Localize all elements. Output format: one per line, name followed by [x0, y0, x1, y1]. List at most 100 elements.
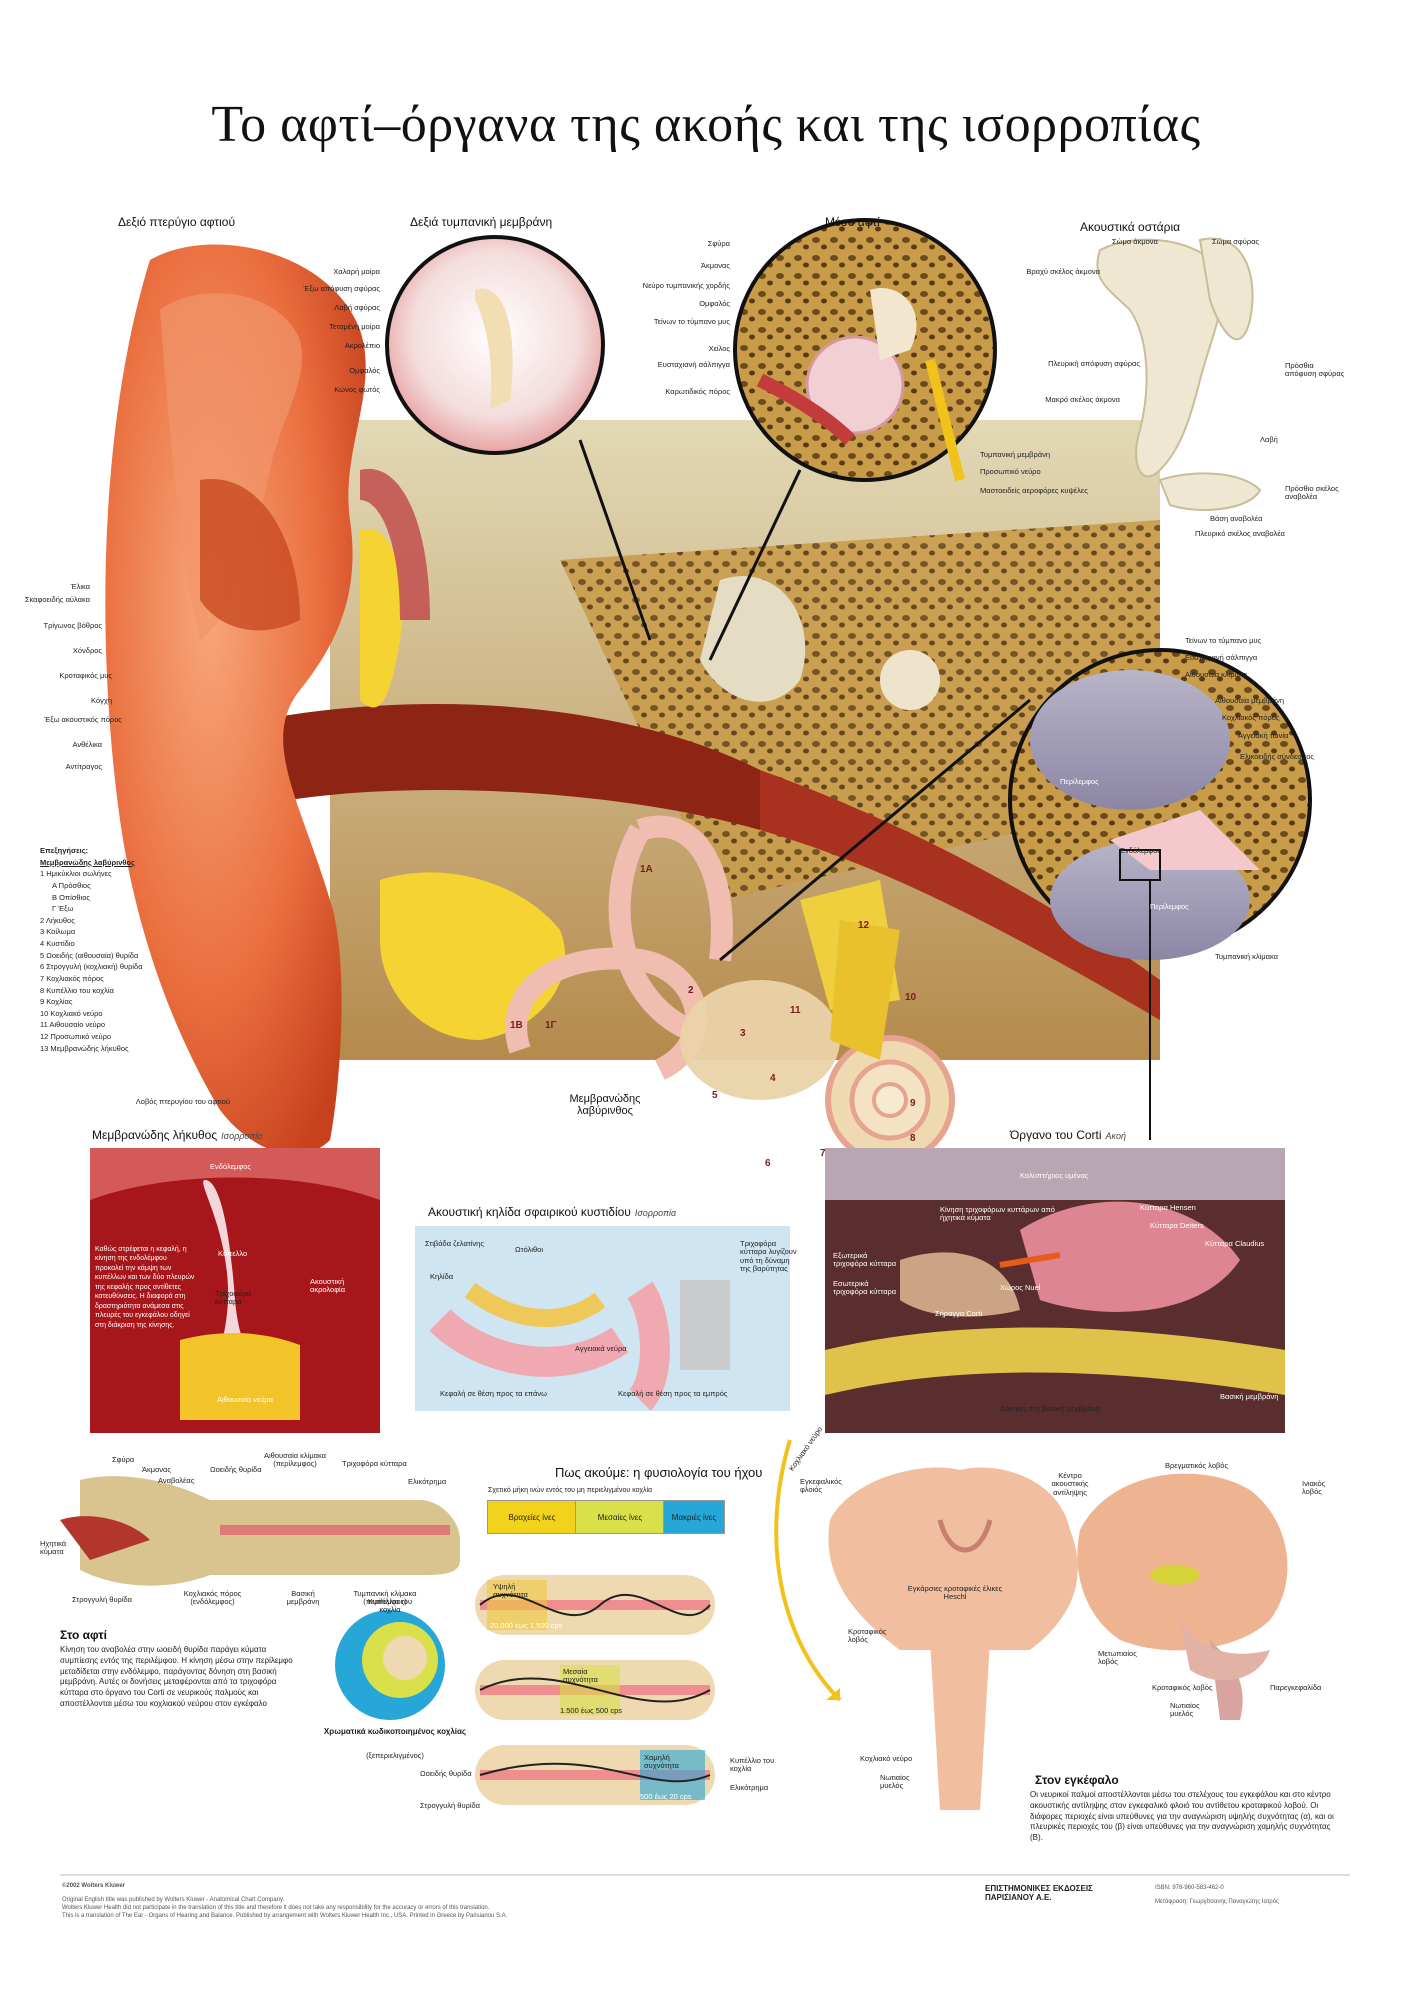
vestibule-shape — [680, 980, 840, 1100]
label-coded-cochlea: Χρωματικά κωδικοποιημένος κοχλίας — [323, 1727, 467, 1736]
label-handle-malleus: Λαβή σφύρας — [334, 303, 380, 312]
legend-item: 11 Αιθουσαίο νεύρο — [40, 1020, 106, 1030]
label-crista: Ακουστική ακρολοφία — [310, 1277, 346, 1295]
label-cone-light: Κώνος φωτός — [334, 385, 380, 394]
legend: Επεξηγήσεις: Μεμβρανώδης λαβύρινθος 1 Ημ… — [40, 845, 143, 1054]
label-claudius: Κύτταρα Claudius — [1205, 1239, 1265, 1248]
in-brain-description: Οι νευρικοί παλμοί αποστέλλονται μέσω το… — [1030, 1790, 1334, 1843]
label-lateral-process-malleus: Έξω απόφυση σφύρας — [303, 284, 380, 293]
label-pars-flaccida: Χαλαρή μοίρα — [333, 267, 380, 276]
frequency-caption: Σχετικό μήκη ινών εντός του μη περιελιγμ… — [488, 1487, 653, 1494]
ossicles-small — [700, 576, 806, 702]
label-heschl: Εγκάρσιες κροταφικές έλικες Heschl — [907, 1584, 1003, 1602]
label-antihelix: Ανθέλικα — [72, 740, 102, 749]
footer-line: Wolters Kluwer Health did not participat… — [62, 1905, 490, 1912]
label-temporal-lateral: Κροταφικός λοβός — [1152, 1683, 1213, 1692]
bar-short-fibers: Βραχείες ίνες — [487, 1500, 577, 1534]
label-earlobe: Λοβός πτερυγίου του αφτιού — [135, 1097, 230, 1106]
legend-item: 5 Ωοειδής (αιθουσαία) θυρίδα — [40, 950, 139, 960]
label-gelatinous-layer: Στιβάδα ζελατίνης — [425, 1239, 484, 1248]
label-phys-scala-tympani: Τυμπανική κλίμακα (περίλεμφος) — [353, 1589, 417, 1607]
label-stapes-base: Βάση αναβολέα — [1210, 514, 1263, 523]
label-auditory-center: Κέντρο ακουστικής αντίληψης — [1051, 1471, 1089, 1497]
legend-item: 12 Προσωπικό νεύρο — [40, 1032, 112, 1041]
label-anterior-process: Πρόσθια απόφυση σφύρας — [1285, 361, 1345, 379]
label-high-range: 20.000 έως 1.500 cps — [490, 1621, 563, 1630]
num-7: 7 — [820, 1148, 826, 1159]
legend-subheading: Μεμβρανώδης λαβύρινθος — [40, 857, 135, 867]
legend-item: 4 Κυστίδιο — [40, 939, 75, 948]
label-eustachian: Ευσταχιανή σάλπιγγα — [657, 360, 730, 369]
label-freq-oval: Ωοειδής θυρίδα — [420, 1769, 472, 1778]
label-outer-hair-cells: Εξωτερικά τριχοφόρα κύτταρα — [833, 1251, 897, 1269]
footer-isbn: ISBN: 978-960-583-462-0 — [1155, 1885, 1224, 1891]
ear-canal — [260, 704, 760, 830]
legend-item: 2 Λήκυθος — [40, 915, 75, 925]
bar-long-fibers: Μακριές ίνες — [663, 1500, 725, 1534]
label-anterior-crus: Πρόσθιο σκέλος αναβολέα — [1285, 484, 1339, 502]
pinna-shape — [105, 244, 366, 1155]
label-spinal-coronal: Νωτιαίος μυελός — [880, 1773, 910, 1791]
legend-item: 8 Κυπέλλιο του κοχλία — [40, 985, 114, 995]
legend-item: Γ Έξω — [52, 904, 74, 914]
label-phys-cochlear-duct: Κοχλιακός πόρος (ενδόλεμφος) — [183, 1589, 242, 1607]
footer-credits: Original English title was published by … — [62, 1896, 742, 1920]
label-medium-frequency: Μεσαία συχνότητα — [563, 1667, 598, 1685]
page-title: Το αφτί–όργανα της ακοής και της ισορροπ… — [211, 96, 1201, 153]
label-cortex: Εγκεφαλικός φλοιός — [800, 1477, 842, 1495]
label-otoliths: Ωτόλιθοι — [515, 1245, 544, 1254]
legend-item: 13 Μεμβρανώδης λήκυθος — [40, 1043, 129, 1053]
label-pars-tensa: Τεταμένη μοίρα — [329, 322, 380, 331]
label-freq-helicotrema: Ελικότρημα — [730, 1783, 769, 1792]
label-ampulla-endolymph: Ενδόλεμφος — [210, 1162, 252, 1171]
label-hair-cells: Τριχοφόρα κύτταρα — [215, 1289, 252, 1307]
label-chorda-tympani: Νεύρο τυμπανικής χορδής — [642, 281, 730, 290]
publisher-logo: ΕΠΙΣΤΗΜΟΝΙΚΕΣ ΕΚΔΟΣΕΙΣ ΠΑΡΙΣΙΑΝΟΥ Α.Ε. — [985, 1884, 1135, 1902]
footer-line: Original English title was published by … — [62, 1897, 285, 1903]
section-tympanic-title: Δεξιά τυμπανική μεμβράνη — [410, 215, 553, 229]
label-head-up: Κεφαλή σε θέση προς τα επάνω — [440, 1389, 547, 1398]
label-phys-hair-cells: Τριχοφόρα κύτταρα — [342, 1459, 407, 1468]
fat-tissue — [360, 528, 403, 708]
label-tunnel-corti: Σήραγγα Corti — [935, 1309, 983, 1318]
num-5: 5 — [712, 1090, 718, 1101]
label-incus: Άκμονας — [701, 261, 730, 270]
label-freq-cupula: Κυπέλλιο του κοχλία — [730, 1756, 775, 1774]
footer-line: This is a translation of The Ear - Organ… — [62, 1913, 508, 1920]
label-basilar-vibration: Δόνηση στη βασική μεμβράνη — [1000, 1404, 1100, 1413]
label-hair-cells-bend: Τριχοφόρα κύτταρα λυγίζουν υπό τη δύναμη… — [740, 1239, 797, 1273]
label-phys-sound-waves: Ηχητικά κύματα — [40, 1539, 67, 1557]
bar-medium-fibers: Μεσαίες ίνες — [575, 1500, 665, 1534]
label-helix: Έλικα — [70, 582, 90, 591]
num-9: 9 — [910, 1098, 916, 1109]
label-phys-helicotrema: Ελικότρημα — [408, 1477, 447, 1486]
label-annulus: Ακρολέπιο — [344, 341, 380, 350]
publisher-name: ΕΠΙΣΤΗΜΟΝΙΚΕΣ ΕΚΔΟΣΕΙΣ ΠΑΡΙΣΙΑΝΟΥ Α.Ε. — [985, 1884, 1093, 1902]
label-low-range: 500 έως 20 cps — [640, 1792, 692, 1801]
label-phys-stapes: Αναβολέας — [158, 1476, 195, 1485]
label-external-canal: Έξω ακουστικός πόρος — [44, 715, 122, 724]
num-3: 3 — [740, 1028, 746, 1039]
label-lateral-process: Πλευρική απόφυση σφύρας — [1048, 359, 1140, 368]
section-in-brain-title: Στον εγκέφαλο — [1035, 1773, 1119, 1787]
label-phys-malleus: Σφύρα — [112, 1455, 135, 1464]
label-tensor-tympani: Τείνων το τύμπανο μυς — [653, 317, 730, 326]
label-tectorial-membrane: Καλυπτήριος υμένας — [1020, 1171, 1089, 1180]
label-medium-range: 1.500 έως 500 cps — [560, 1706, 623, 1715]
label-hair-motion: Κίνηση τριχοφόρων κυττάρων από ήχητικά κ… — [940, 1205, 1055, 1223]
label-tensor-tympani-right: Τείνων το τύμπανο μυς — [1185, 636, 1262, 645]
label-occipital: Ινιακός λοβός — [1302, 1479, 1326, 1497]
section-physiology-title: Πως ακούμε: η φυσιολογία του ήχου — [555, 1465, 763, 1480]
labyrinth-title: Μεμβρανώδης λαβύρινθος — [569, 1093, 641, 1117]
num-1a: 1A — [640, 864, 653, 875]
num-12: 12 — [858, 920, 870, 931]
label-head-forward: Κεφαλή σε θέση προς τα εμπρός — [618, 1389, 728, 1398]
label-eustachian-right: Ευσταχιανή σάλπιγγα — [1185, 653, 1258, 662]
footer-translator: Μετάφραση: Γεωργίτσανης Παναγιώτης Ιατρό… — [1155, 1899, 1279, 1905]
label-cochlear-duct: Κοχλιακός πόρος — [1222, 713, 1280, 722]
section-ossicles-title: Ακουστικά οστάρια — [1080, 220, 1181, 234]
